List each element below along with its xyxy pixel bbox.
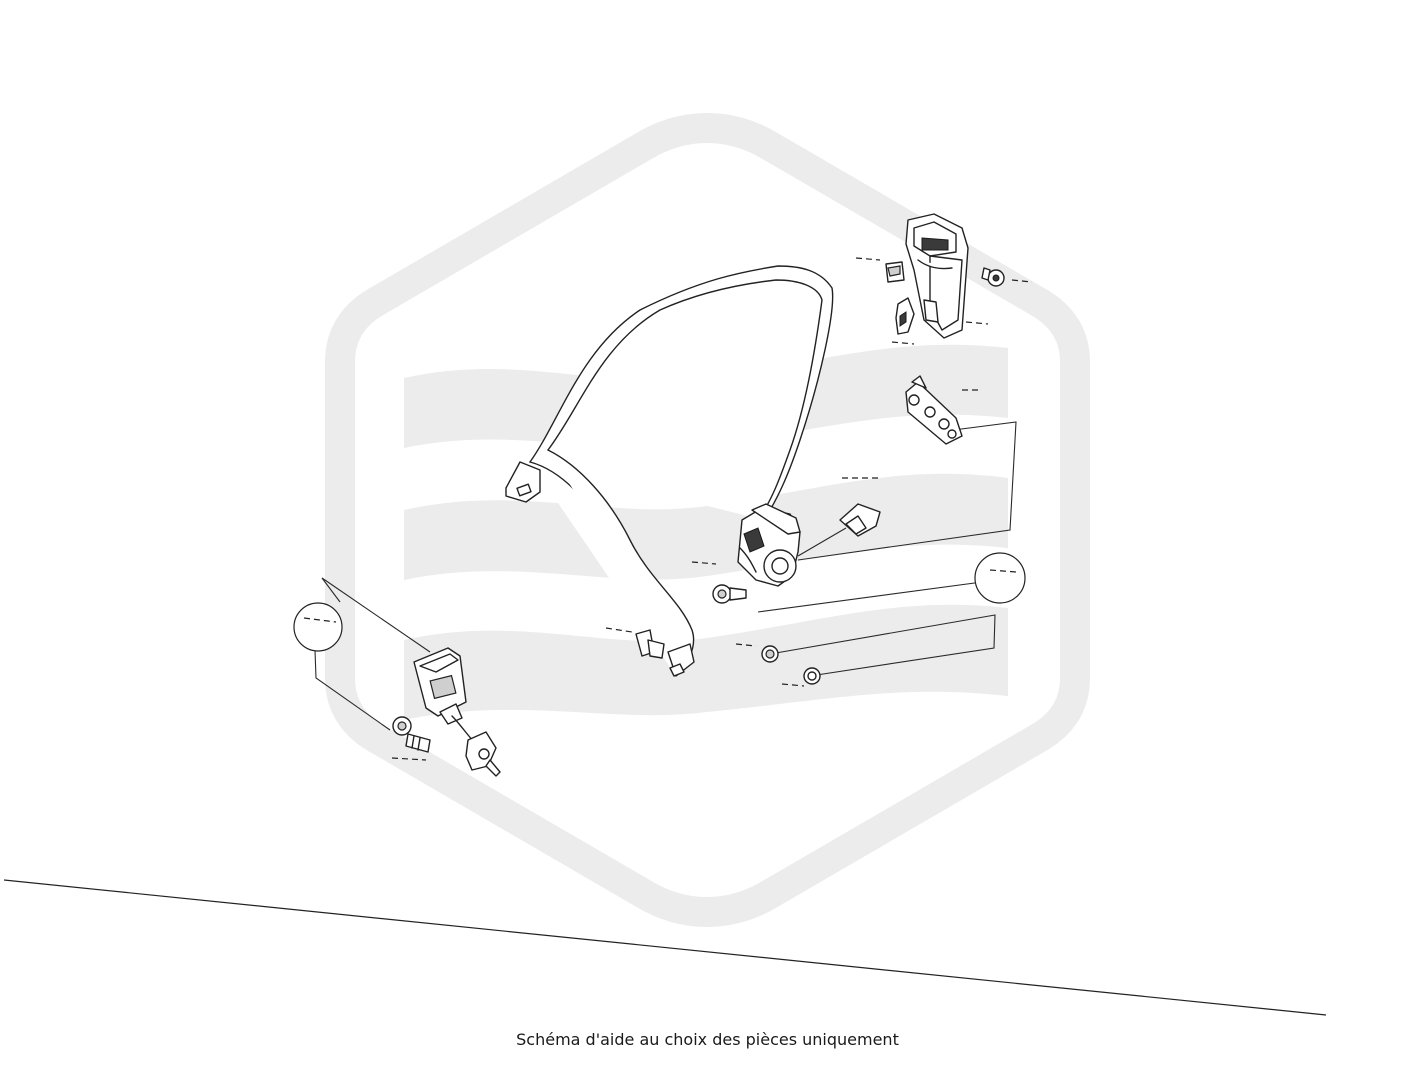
retractor-icon: [737, 503, 801, 587]
bubble-dash-left: [303, 617, 337, 623]
callout-lines: [314, 421, 1017, 731]
washer-icon: [761, 645, 779, 663]
clip-icon: [885, 261, 905, 283]
bracket-dash: [891, 341, 915, 345]
lower-bolt-icon: [635, 629, 665, 659]
bolt-icon: [712, 584, 747, 604]
reference-bubble-left: [293, 602, 343, 652]
cover-leader: [797, 527, 847, 557]
buckle-bolt-icon: [392, 716, 431, 753]
belt-webbing-icon: [529, 265, 834, 671]
watermark-band-3: [404, 604, 1008, 720]
watermark-band-2: [404, 473, 1008, 580]
clip-dash: [855, 257, 881, 261]
height-adjuster-icon: [905, 213, 969, 339]
bracket-icon: [895, 297, 915, 335]
guide-bracket-icon: [505, 461, 541, 503]
diagram-caption: Schéma d'aide au choix des pièces unique…: [516, 1030, 899, 1049]
anchor-rail-icon: [905, 375, 963, 445]
cover-icon: [839, 503, 881, 537]
washer-dash: [735, 643, 757, 647]
spacer-dash: [781, 683, 805, 687]
upper-bolt-dash: [1011, 279, 1033, 283]
buckle-icon: [413, 647, 467, 725]
bubble-dash-right: [989, 569, 1017, 573]
reference-bubble-right: [974, 552, 1026, 604]
buckle-stalk-icon: [451, 715, 501, 777]
anchor-plate-icon: [667, 643, 695, 677]
lower-bolt-dash: [605, 627, 633, 633]
floor-line: [3, 879, 1327, 1016]
upper-bolt-icon: [981, 267, 1005, 287]
retractor-bolt-dash: [691, 561, 717, 565]
spacer-icon: [803, 667, 821, 685]
buckle-bolt-dash: [391, 757, 427, 761]
height-adjuster-dash: [965, 321, 989, 325]
